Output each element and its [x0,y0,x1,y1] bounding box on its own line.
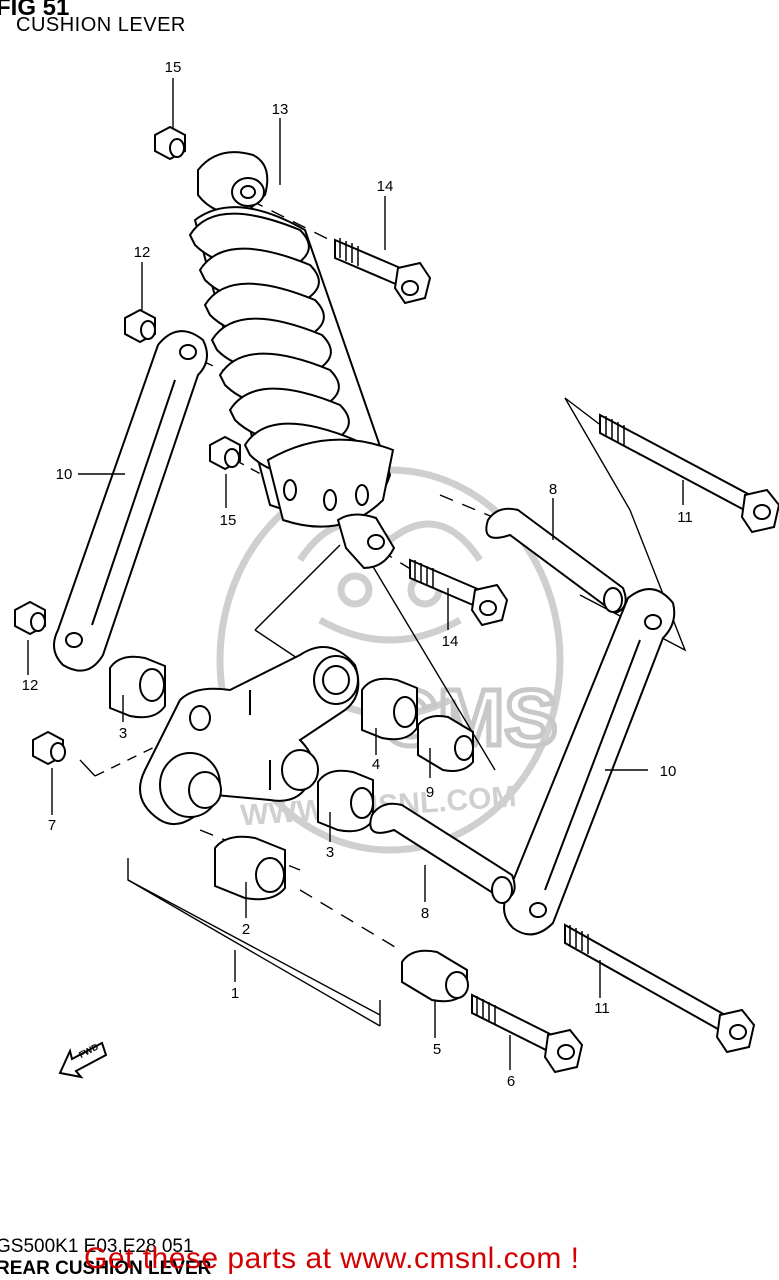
callout-3-top: 3 [119,725,127,742]
callout-15-mid: 15 [220,512,237,529]
callout-5: 5 [433,1041,441,1058]
callout-2: 2 [242,921,250,938]
callout-10-left: 10 [56,466,73,483]
link-rod-left [53,330,208,672]
callout-4: 4 [372,756,380,773]
shock-absorber [188,151,396,570]
callout-8-top: 8 [549,481,557,498]
nuts [14,125,241,766]
callout-1: 1 [231,985,239,1002]
callout-11-bottom: 11 [594,1000,610,1017]
footer-advert-link[interactable]: Get these parts at www.cmsnl.com ! [84,1242,580,1275]
bolt-threads [339,238,625,1025]
link-rod-right [503,588,676,936]
callout-13: 13 [272,101,289,118]
callout-14-mid: 14 [442,633,459,650]
figure-subtitle: CUSHION LEVER [16,14,186,36]
callout-9: 9 [426,784,434,801]
callout-7: 7 [48,817,56,834]
footer-figure-name: REAR CUSHION LEVER [0,1258,212,1279]
callout-14-top: 14 [377,178,394,195]
callout-3-bottom: 3 [326,844,334,861]
callout-8-bottom: 8 [421,905,429,922]
fwd-arrow-icon: FWD [58,1041,108,1079]
callout-12-bottom: 12 [22,677,39,694]
callout-11-top: 11 [677,509,693,526]
guide-lines [79,199,687,1027]
bolts [334,238,779,1074]
callout-10-right: 10 [660,763,677,780]
callout-15-top: 15 [165,59,182,76]
footer-model-code: GS500K1 E03,E28 051 [0,1236,194,1257]
callout-12-top: 12 [134,244,151,261]
callout-numbers: 15 13 14 12 10 15 8 11 14 12 3 4 9 10 7 … [22,59,693,1090]
cushion-lever [139,646,360,825]
leader-lines [27,78,684,1070]
bushings [109,507,627,1003]
callout-6: 6 [507,1073,515,1090]
figure-number: FIG 51 [0,0,70,21]
